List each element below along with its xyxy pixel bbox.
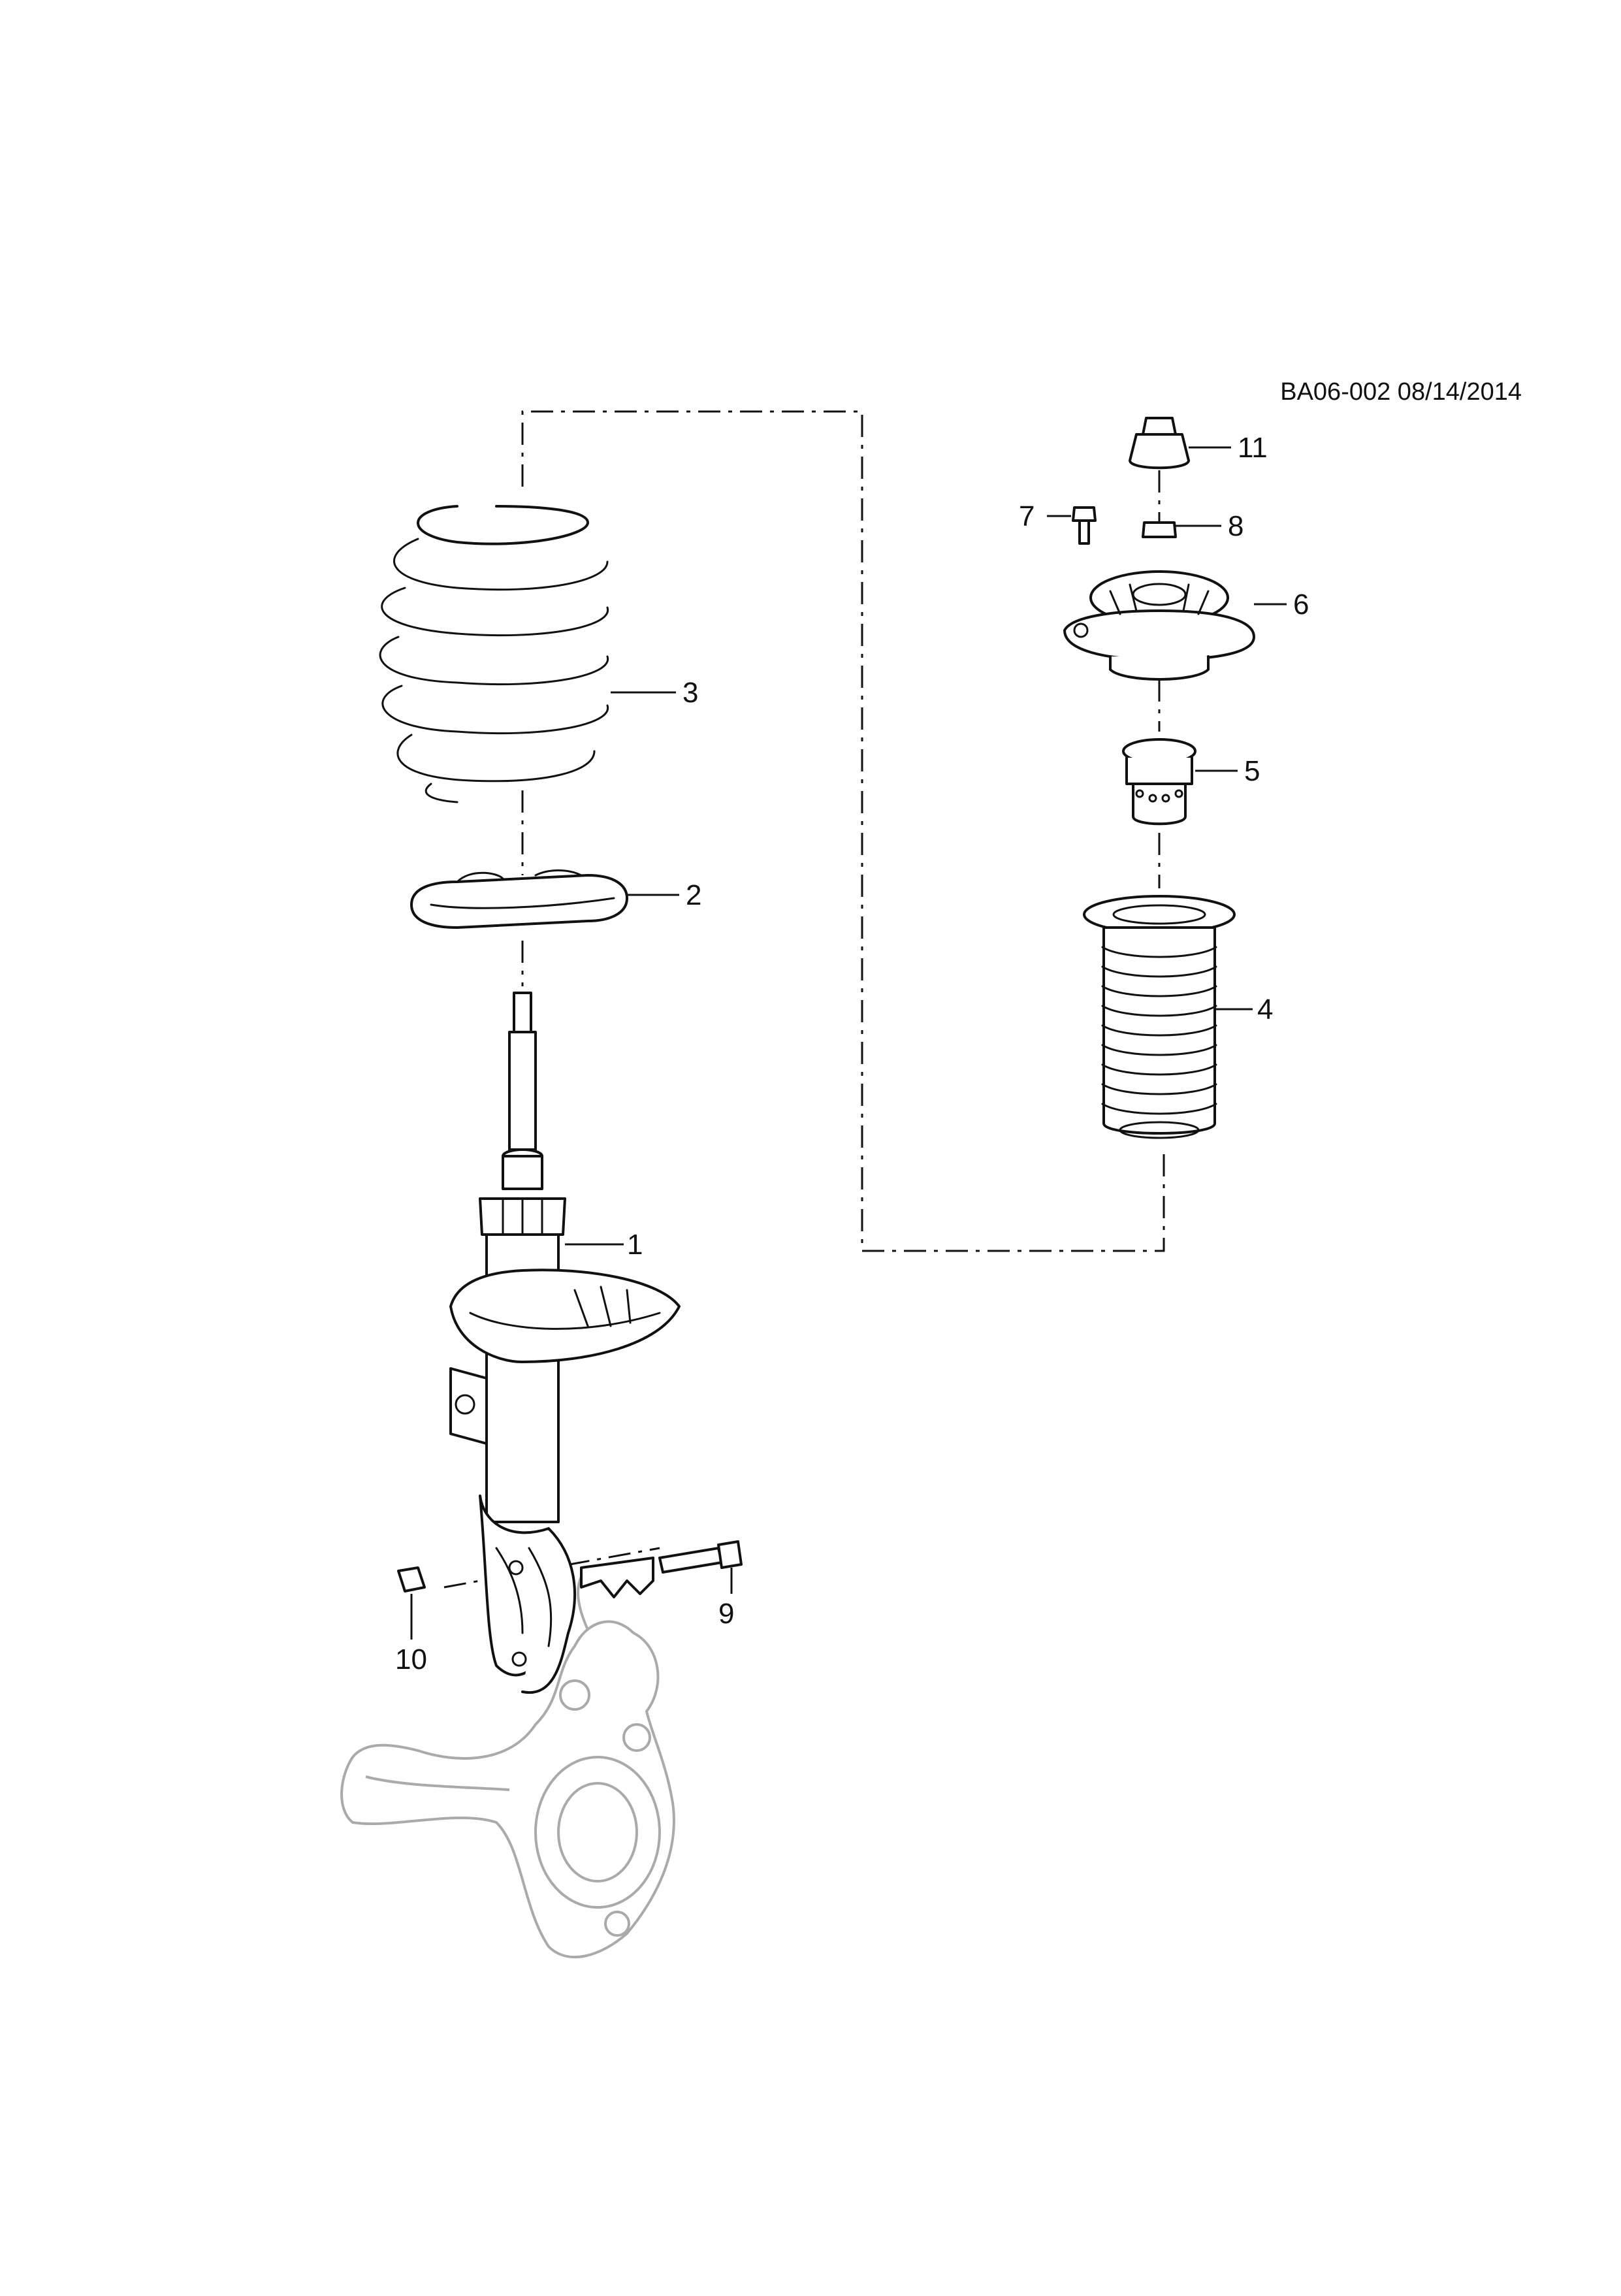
callout-5: 5: [1244, 755, 1260, 787]
leader-lines: [410, 446, 1287, 1640]
callout-9: 9: [718, 1598, 734, 1630]
callout-3: 3: [682, 677, 698, 709]
callout-7: 7: [1019, 500, 1035, 532]
lower-spring-insulator: [410, 869, 628, 929]
assembly-lines: [443, 410, 1165, 1589]
callout-11: 11: [1238, 432, 1268, 464]
mount-bolt: [1072, 506, 1097, 545]
callout-4: 4: [1257, 994, 1273, 1026]
steering-knuckle: [340, 1566, 675, 1959]
jounce-bumper: [1122, 738, 1196, 826]
strut-assembly: [449, 992, 681, 1694]
strut-mount: [1063, 570, 1255, 681]
knuckle-nut: [397, 1566, 426, 1593]
callout-8: 8: [1228, 510, 1244, 542]
callout-2: 2: [686, 879, 701, 911]
callout-6: 6: [1293, 589, 1309, 621]
dust-boot: [1083, 895, 1236, 1139]
callouts: 1 2 3 4 5 6 7 8 9 10 11: [395, 432, 1309, 1675]
top-cap: [1129, 417, 1190, 470]
mount-nut: [1142, 521, 1177, 538]
callout-1: 1: [627, 1229, 643, 1261]
callout-10: 10: [395, 1643, 427, 1675]
drawing-reference: BA06-002 08/14/2014: [1280, 378, 1522, 406]
coil-spring: [379, 505, 609, 803]
knuckle-bolt: [658, 1540, 743, 1574]
